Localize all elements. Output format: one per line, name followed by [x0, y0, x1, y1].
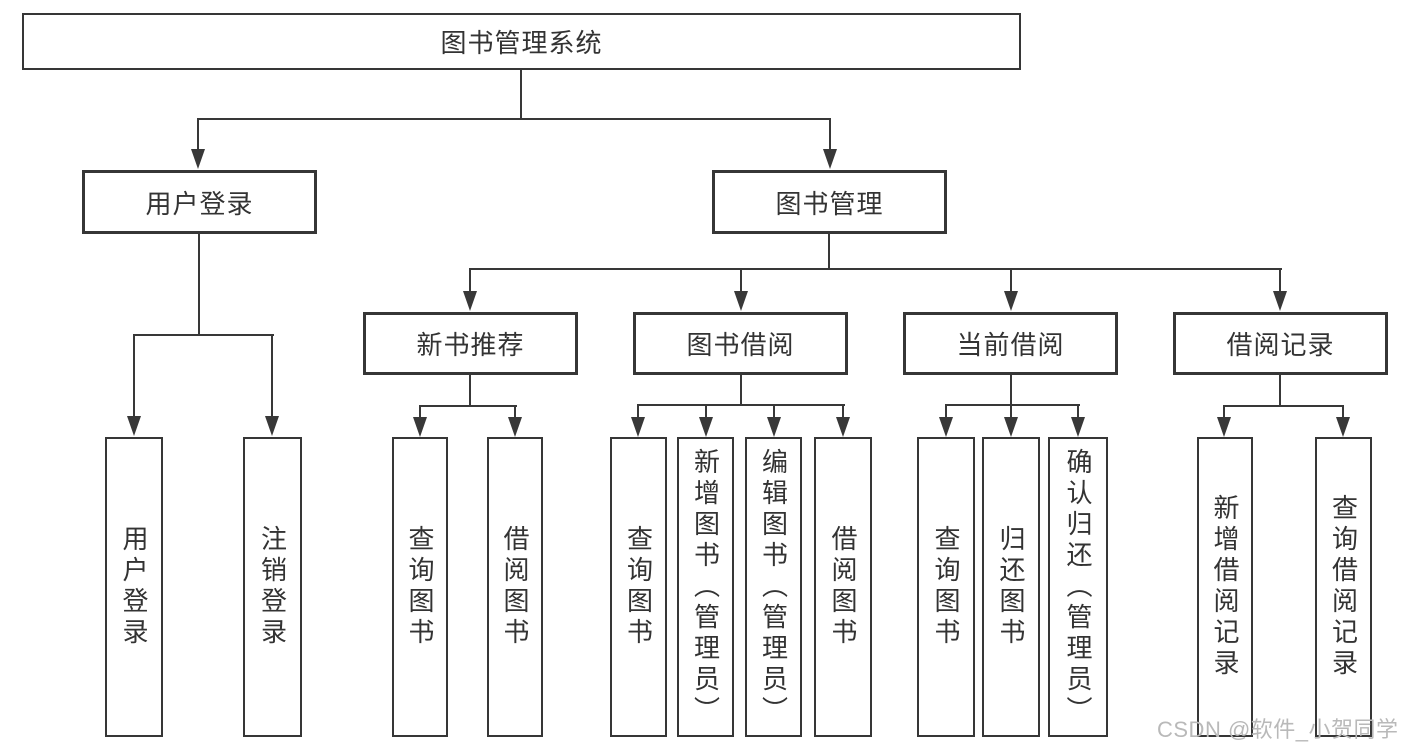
leaf-label: 归还图书 — [996, 525, 1026, 649]
connector-line — [1279, 375, 1281, 407]
leaf-label: 新增借阅记录 — [1210, 494, 1240, 680]
node-borrowing-records: 借阅记录 — [1173, 312, 1388, 375]
connector-line — [945, 404, 947, 418]
arrow-down-icon — [191, 149, 205, 169]
connector-line — [469, 268, 1282, 270]
leaf-label: 新增图书（管理员） — [690, 447, 721, 727]
arrow-down-icon — [1273, 291, 1287, 311]
node-label: 借阅记录 — [1226, 330, 1335, 360]
arrow-down-icon — [1336, 417, 1350, 437]
arrow-down-icon — [699, 417, 713, 437]
connector-line — [419, 405, 421, 418]
node-new-book-recommendation: 新书推荐 — [363, 312, 578, 375]
connector-line — [198, 233, 200, 336]
leaf-add-book-admin: 新增图书（管理员） — [677, 437, 734, 737]
leaf-label: 用户登录 — [119, 525, 149, 649]
connector-line — [1077, 404, 1079, 418]
leaf-edit-book-admin: 编辑图书（管理员） — [745, 437, 802, 737]
leaf-label: 编辑图书（管理员） — [758, 447, 789, 727]
leaf-query-books-current: 查询图书 — [917, 437, 975, 737]
node-label: 当前借阅 — [956, 330, 1065, 360]
arrow-down-icon — [413, 417, 427, 437]
arrow-down-icon — [463, 291, 477, 311]
connector-line — [469, 375, 471, 407]
connector-line — [1010, 404, 1012, 418]
leaf-label: 查询图书 — [931, 525, 961, 649]
connector-line — [514, 405, 516, 418]
connector-line — [945, 404, 1080, 406]
connector-line — [197, 118, 199, 150]
connector-line — [1342, 405, 1344, 418]
node-label: 新书推荐 — [416, 330, 525, 360]
leaf-label: 借阅图书 — [500, 525, 530, 649]
leaf-label: 查询图书 — [623, 525, 654, 649]
leaf-query-books-borrowing: 查询图书 — [610, 437, 667, 737]
arrow-down-icon — [1071, 417, 1085, 437]
arrow-down-icon — [734, 291, 748, 311]
leaf-confirm-return-admin: 确认归还（管理员） — [1048, 437, 1108, 737]
csdn-watermark: CSDN @软件_小贺同学 — [1157, 717, 1399, 742]
connector-line — [1223, 405, 1344, 407]
node-label: 图书管理系统 — [440, 28, 603, 58]
connector-line — [133, 334, 135, 418]
node-user-login: 用户登录 — [82, 170, 317, 234]
leaf-add-borrow-record: 新增借阅记录 — [1197, 437, 1253, 737]
node-book-borrowing: 图书借阅 — [633, 312, 848, 375]
leaf-user-login: 用户登录 — [105, 437, 163, 737]
arrow-down-icon — [631, 417, 645, 437]
connector-line — [637, 404, 639, 418]
arrow-down-icon — [767, 417, 781, 437]
leaf-label: 查询借阅记录 — [1328, 494, 1359, 680]
connector-line — [419, 405, 517, 407]
leaf-label: 确认归还（管理员） — [1063, 447, 1093, 727]
arrow-down-icon — [127, 416, 141, 436]
arrow-down-icon — [836, 417, 850, 437]
connector-line — [842, 404, 844, 418]
connector-line — [740, 268, 742, 292]
leaf-return-books: 归还图书 — [982, 437, 1040, 737]
node-current-borrowing: 当前借阅 — [903, 312, 1118, 375]
arrow-down-icon — [265, 416, 279, 436]
connector-line — [271, 334, 273, 418]
leaf-borrow-books-recommend: 借阅图书 — [487, 437, 543, 737]
arrow-down-icon — [1004, 291, 1018, 311]
connector-line — [469, 268, 471, 292]
connector-line — [1279, 268, 1281, 292]
connector-line — [197, 118, 831, 120]
connector-line — [829, 118, 831, 150]
connector-line — [773, 404, 775, 418]
leaf-label: 注销登录 — [257, 525, 288, 649]
leaf-query-books-recommend: 查询图书 — [392, 437, 448, 737]
node-book-management: 图书管理 — [712, 170, 947, 234]
arrow-down-icon — [939, 417, 953, 437]
leaf-label: 借阅图书 — [828, 525, 858, 649]
connector-line — [828, 233, 830, 270]
arrow-down-icon — [823, 149, 837, 169]
arrow-down-icon — [1217, 417, 1231, 437]
leaf-label: 查询图书 — [405, 525, 435, 649]
node-label: 图书借阅 — [686, 330, 795, 360]
leaf-borrow-books: 借阅图书 — [814, 437, 872, 737]
leaf-query-borrow-record: 查询借阅记录 — [1315, 437, 1372, 737]
connector-line — [705, 404, 707, 418]
arrow-down-icon — [1004, 417, 1018, 437]
connector-line — [1010, 375, 1012, 406]
connector-line — [1010, 268, 1012, 292]
node-label: 用户登录 — [145, 188, 254, 219]
connector-line — [520, 70, 522, 120]
node-book-management-system: 图书管理系统 — [22, 13, 1021, 70]
connector-line — [133, 334, 274, 336]
leaf-logout: 注销登录 — [243, 437, 302, 737]
node-label: 图书管理 — [775, 188, 884, 219]
connector-line — [1223, 405, 1225, 418]
connector-line — [637, 404, 845, 406]
connector-line — [740, 375, 742, 406]
arrow-down-icon — [508, 417, 522, 437]
